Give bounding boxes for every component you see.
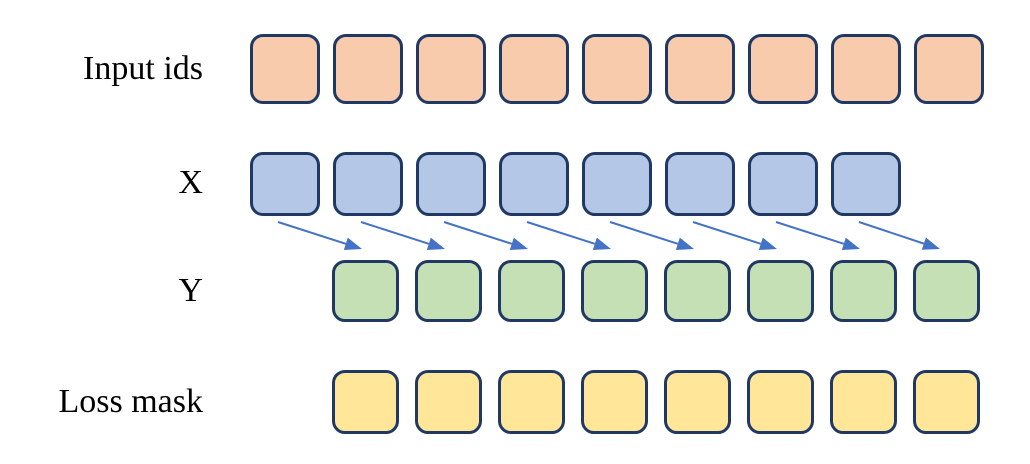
shift-arrow-6 bbox=[692, 221, 777, 250]
token-box-loss-mask-2 bbox=[415, 370, 482, 434]
token-box-y-3 bbox=[498, 260, 565, 322]
arrow-head-icon bbox=[592, 237, 611, 250]
shift-arrow-3 bbox=[443, 221, 528, 250]
arrow-head-icon bbox=[841, 237, 860, 250]
token-box-y-6 bbox=[747, 260, 814, 322]
shift-arrow-2 bbox=[360, 221, 445, 250]
row-label-x: X bbox=[178, 164, 203, 201]
token-box-loss-mask-1 bbox=[332, 370, 399, 434]
token-box-input-ids-3 bbox=[416, 34, 486, 104]
token-box-y-1 bbox=[332, 260, 399, 322]
token-box-input-ids-9 bbox=[914, 34, 984, 104]
token-box-x-8 bbox=[831, 152, 901, 216]
arrow-head-icon bbox=[758, 237, 777, 250]
token-box-x-5 bbox=[582, 152, 652, 216]
token-box-loss-mask-8 bbox=[913, 370, 980, 434]
shift-arrow-8 bbox=[858, 221, 940, 250]
token-box-loss-mask-6 bbox=[747, 370, 814, 434]
token-box-loss-mask-7 bbox=[830, 370, 897, 434]
token-box-y-7 bbox=[830, 260, 897, 322]
token-box-input-ids-4 bbox=[499, 34, 569, 104]
arrow-head-icon bbox=[675, 237, 694, 250]
row-label-y: Y bbox=[178, 272, 203, 309]
token-box-x-2 bbox=[333, 152, 403, 216]
token-box-input-ids-2 bbox=[333, 34, 403, 104]
token-box-y-4 bbox=[581, 260, 648, 322]
arrow-head-icon bbox=[426, 237, 445, 250]
arrow-head-icon bbox=[509, 237, 528, 250]
arrow-head-icon bbox=[343, 237, 362, 250]
token-box-input-ids-1 bbox=[250, 34, 320, 104]
row-label-loss-mask: Loss mask bbox=[58, 383, 204, 420]
shift-arrow-1 bbox=[277, 221, 362, 250]
row-label-input-ids: Input ids bbox=[83, 50, 203, 87]
token-box-x-4 bbox=[499, 152, 569, 216]
arrow-head-icon bbox=[921, 237, 940, 250]
token-box-x-1 bbox=[250, 152, 320, 216]
token-box-y-8 bbox=[913, 260, 980, 322]
token-box-input-ids-6 bbox=[665, 34, 735, 104]
token-box-y-5 bbox=[664, 260, 731, 322]
token-box-input-ids-8 bbox=[831, 34, 901, 104]
token-box-y-2 bbox=[415, 260, 482, 322]
token-box-loss-mask-5 bbox=[664, 370, 731, 434]
token-box-input-ids-7 bbox=[748, 34, 818, 104]
shift-arrow-5 bbox=[609, 221, 694, 250]
token-box-x-3 bbox=[416, 152, 486, 216]
token-box-input-ids-5 bbox=[582, 34, 652, 104]
token-box-loss-mask-4 bbox=[581, 370, 648, 434]
token-box-loss-mask-3 bbox=[498, 370, 565, 434]
shift-arrow-7 bbox=[775, 221, 860, 250]
shift-arrow-4 bbox=[526, 221, 611, 250]
token-box-x-7 bbox=[748, 152, 818, 216]
token-box-x-6 bbox=[665, 152, 735, 216]
